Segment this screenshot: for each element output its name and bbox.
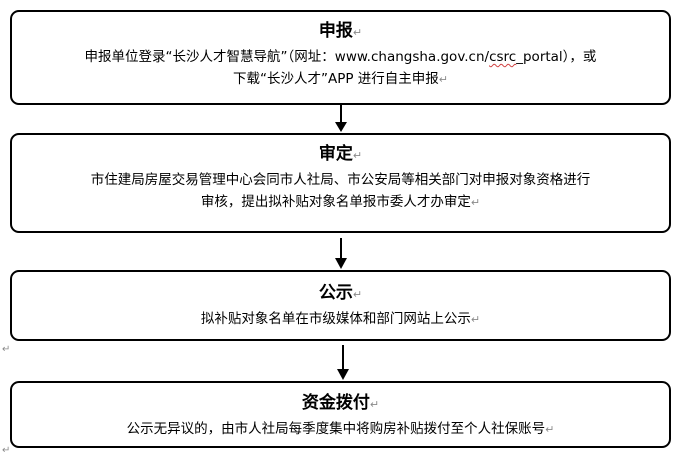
step-body-review-line2: 审核，提出拟补贴对象名单报市委人才办审定	[200, 194, 471, 210]
paragraph-mark-icon: ↵	[470, 196, 481, 209]
paragraph-mark-icon: ↵	[545, 423, 555, 436]
paragraph-mark-icon: ↵	[438, 73, 448, 86]
step-box-apply: 申报↵ 申报单位登录“长沙人才智慧导航”（网址：www.changsha.gov…	[10, 10, 671, 105]
paragraph-mark-icon: ↵	[352, 288, 363, 301]
step-box-review: 审定↵ 市住建局房屋交易管理中心会同市人社局、市公安局等相关部门对申报对象资格进…	[10, 133, 671, 233]
step-title-apply: 申报	[318, 21, 353, 41]
step-title-fund-disbursement: 资金拨付	[301, 393, 370, 413]
step-body-publicity-line1: 拟补贴对象名单在市级媒体和部门网站上公示	[200, 311, 471, 327]
down-arrow-icon	[335, 238, 347, 269]
paragraph-mark-icon: ↵	[352, 26, 363, 39]
paragraph-mark-icon: ↵	[2, 445, 11, 456]
url-text: csrc	[489, 49, 517, 65]
step-body-apply-line2: 下载“长沙人才”APP 进行自主申报	[232, 71, 439, 87]
step-box-publicity: 公示↵ 拟补贴对象名单在市级媒体和部门网站上公示↵	[10, 270, 671, 341]
step-title-publicity: 公示	[318, 283, 353, 303]
down-arrow-icon	[335, 105, 347, 132]
step-body-fund-disbursement-line1: 公示无异议的，由市人社局每季度集中将购房补贴拨付至个人社保账号	[126, 421, 546, 437]
paragraph-mark-icon: ↵	[352, 149, 363, 162]
step-box-fund-disbursement: 资金拨付↵ 公示无异议的，由市人社局每季度集中将购房补贴拨付至个人社保账号↵	[10, 381, 671, 448]
down-arrow-icon	[337, 345, 349, 380]
step-body-apply-line1: 申报单位登录“长沙人才智慧导航”（网址：www.changsha.gov.cn/…	[84, 49, 597, 65]
paragraph-mark-icon: ↵	[2, 344, 11, 355]
step-body-review-line1: 市住建局房屋交易管理中心会同市人社局、市公安局等相关部门对申报对象资格进行	[90, 172, 591, 188]
step-title-review: 审定	[318, 144, 353, 164]
paragraph-mark-icon: ↵	[470, 313, 481, 326]
paragraph-mark-icon: ↵	[369, 398, 380, 411]
